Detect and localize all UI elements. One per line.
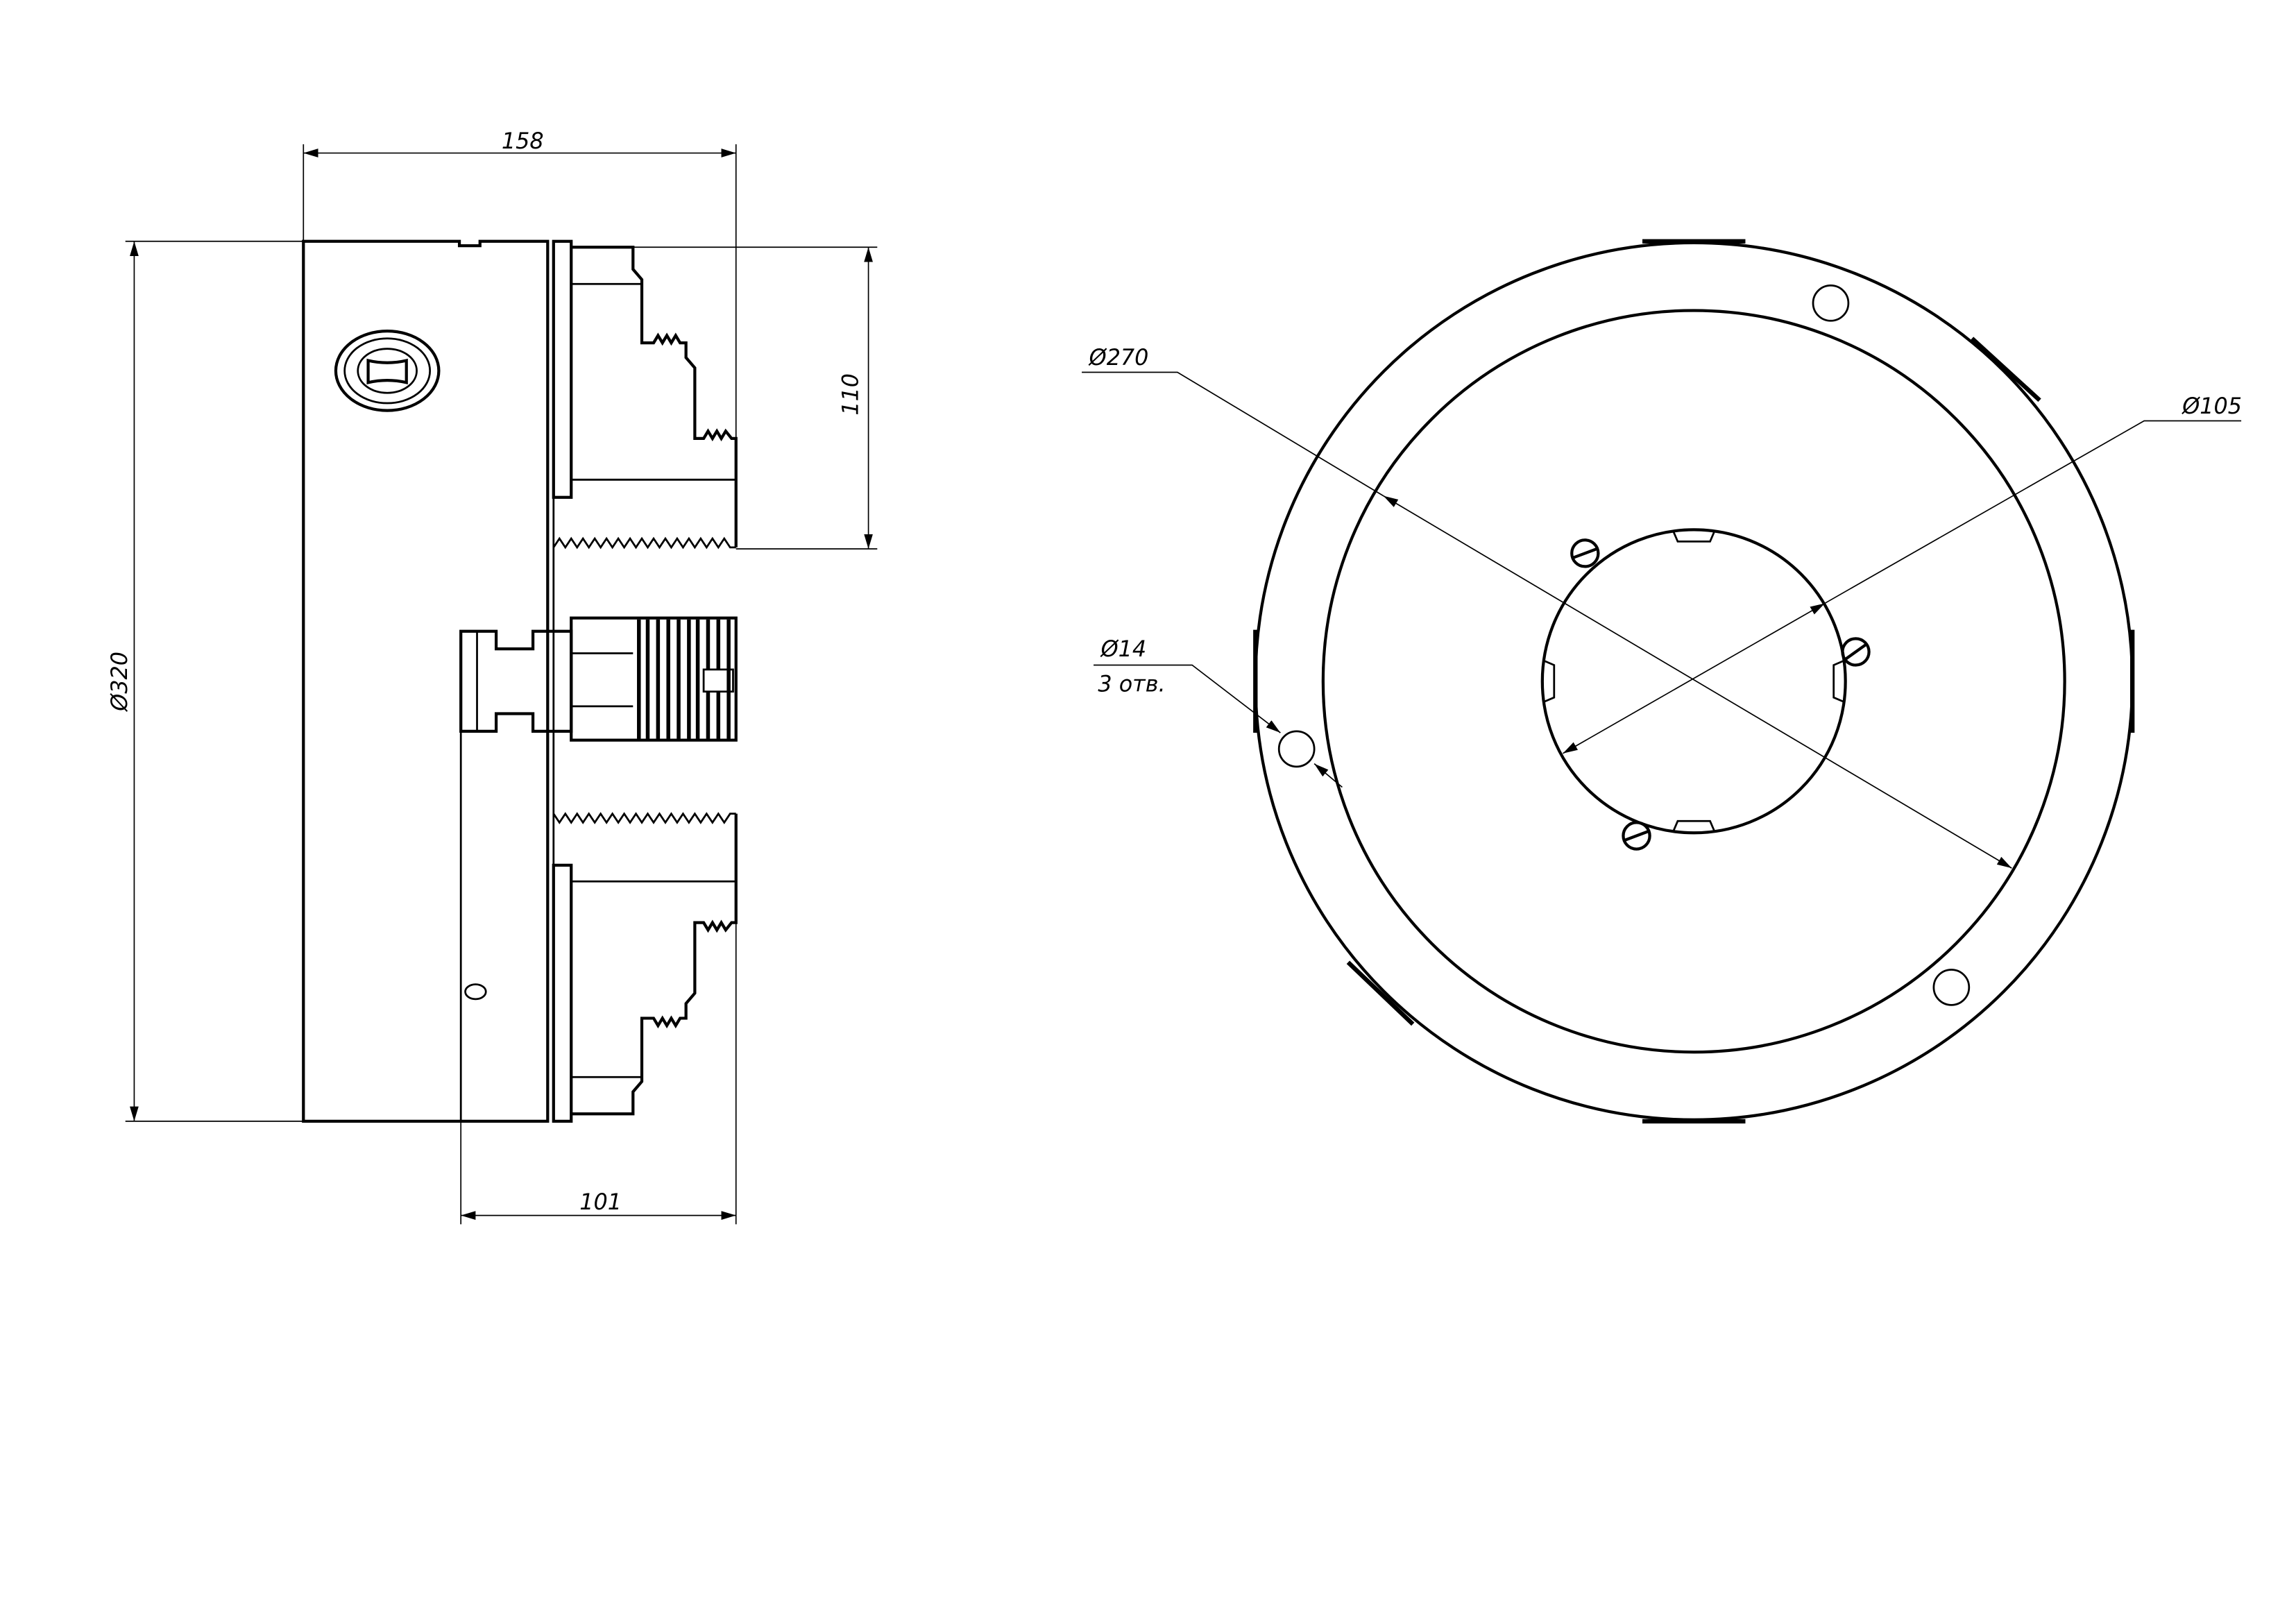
pin-hole-icon <box>464 983 487 1001</box>
front-view: Ø270 Ø105 Ø14 3 отв. <box>1082 239 2242 1124</box>
key-socket-icon <box>334 330 441 412</box>
outer-jaw-slots <box>1253 239 2135 1124</box>
knurl-icon <box>637 619 731 739</box>
dimension-110: 110 <box>633 246 878 550</box>
screw-icon <box>1570 538 1600 568</box>
dim-label-holes-count: 3 отв. <box>1098 672 1165 697</box>
dimension-101: 101 <box>460 883 737 1225</box>
screw-icon <box>1622 821 1651 851</box>
side-view: 158 Ø320 110 101 <box>107 128 878 1225</box>
dim-label-105: Ø105 <box>2181 393 2242 419</box>
mount-circle <box>1321 309 2066 1054</box>
mount-hole <box>1277 730 1316 768</box>
dim-label-110: 110 <box>838 373 864 416</box>
bore-slots <box>1543 530 1845 832</box>
dim-label-270: Ø270 <box>1088 345 1149 371</box>
pinion-screw <box>459 616 738 742</box>
screw-icon <box>1841 637 1871 667</box>
dim-label-14: Ø14 <box>1100 636 1147 662</box>
dimension-105: Ø105 <box>1563 393 2242 754</box>
dimension-158: 158 <box>303 128 737 442</box>
lower-jaw-guide <box>552 863 573 1123</box>
bore-circle <box>1540 528 1847 835</box>
mount-hole <box>1812 284 1850 322</box>
dimension-320: Ø320 <box>107 240 304 1122</box>
outer-circle <box>1254 241 2134 1121</box>
upper-jaw-guide <box>552 239 573 499</box>
dimension-14: Ø14 3 отв. <box>1094 636 1343 788</box>
dim-label-320: Ø320 <box>107 652 133 713</box>
chuck-body-outline <box>302 239 550 1123</box>
mount-hole <box>1932 969 1971 1006</box>
dim-label-101: 101 <box>579 1189 622 1215</box>
lower-jaw <box>552 812 738 1116</box>
dimension-270: Ø270 <box>1082 345 2012 869</box>
upper-jaw <box>552 246 738 550</box>
dim-label-158: 158 <box>502 128 544 154</box>
